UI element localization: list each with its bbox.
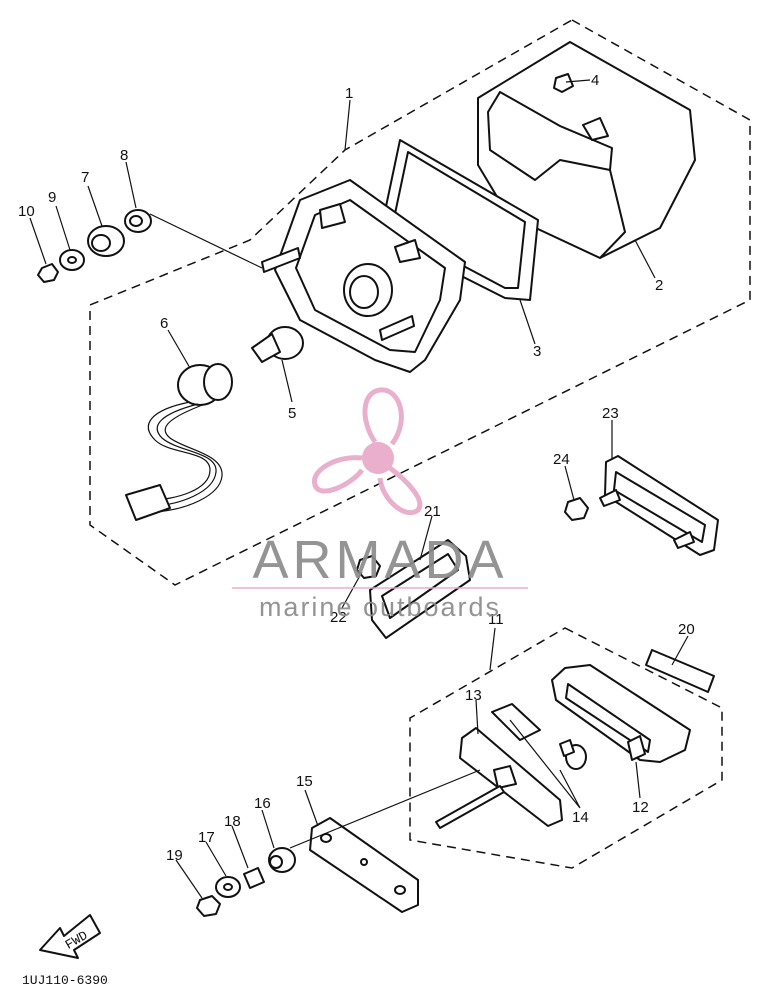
reflector-21 (369, 539, 471, 639)
callout-15: 15 (296, 773, 313, 790)
washer-9 (59, 249, 85, 271)
socket-harness-6 (125, 363, 233, 521)
nut-19 (196, 895, 221, 917)
callout-19: 19 (166, 847, 183, 864)
nut-10 (37, 263, 59, 283)
callout-2: 2 (655, 277, 663, 294)
watermark-tagline: marine outboards (259, 592, 501, 622)
taillight-base (261, 179, 466, 373)
watermark-brand: ARMADA (252, 530, 507, 590)
callout-6: 6 (160, 315, 168, 332)
callout-10: 10 (18, 203, 35, 220)
callout-24: 24 (553, 451, 570, 468)
callout-14: 14 (572, 809, 589, 826)
callout-23: 23 (602, 405, 619, 422)
propeller-blade (377, 466, 423, 516)
watermark: ARMADA marine outboards (232, 387, 528, 622)
collar-18 (243, 867, 265, 889)
propeller-hub (362, 442, 394, 474)
callout-16: 16 (254, 795, 271, 812)
nut-22 (356, 555, 381, 579)
leader-lines (29, 79, 689, 899)
license-light-12 (551, 664, 691, 763)
grommet-16 (268, 847, 296, 873)
assembly-1-outline (89, 19, 751, 586)
callout-20: 20 (678, 621, 695, 638)
bulb-14 (559, 739, 587, 770)
callout-18: 18 (224, 813, 241, 830)
callout-8: 8 (120, 147, 128, 164)
bulb-5 (251, 326, 304, 363)
nut-4 (553, 73, 574, 93)
assembly-11-outline (409, 627, 723, 869)
callout-7: 7 (81, 169, 89, 186)
callout-4: 4 (591, 72, 599, 89)
reflector-23 (599, 455, 719, 556)
nut-24 (564, 497, 589, 521)
propeller-logo (312, 387, 423, 516)
drawing-code: 1UJ110-6390 (22, 973, 108, 988)
forward-arrow: FWD (39, 914, 101, 959)
callout-17: 17 (198, 829, 215, 846)
label-20 (645, 649, 715, 693)
damper-7 (87, 225, 125, 257)
grommet-8 (124, 209, 152, 233)
bracket-13 (435, 703, 563, 829)
callout-12: 12 (632, 799, 649, 816)
propeller-blade (312, 455, 365, 494)
callout-13: 13 (465, 687, 482, 704)
plate-15 (309, 817, 419, 913)
callout-11: 11 (488, 611, 504, 628)
callout-9: 9 (48, 189, 56, 206)
callout-3: 3 (533, 343, 541, 360)
callout-21: 21 (424, 503, 441, 520)
lens-housing (477, 41, 696, 259)
callout-5: 5 (288, 405, 296, 422)
washer-17 (215, 876, 241, 898)
callout-1: 1 (345, 85, 353, 102)
propeller-blade (362, 387, 404, 446)
callout-22: 22 (330, 609, 347, 626)
callout-labels: 1 2 3 4 5 6 7 8 9 10 11 12 13 14 15 16 1… (18, 72, 695, 864)
